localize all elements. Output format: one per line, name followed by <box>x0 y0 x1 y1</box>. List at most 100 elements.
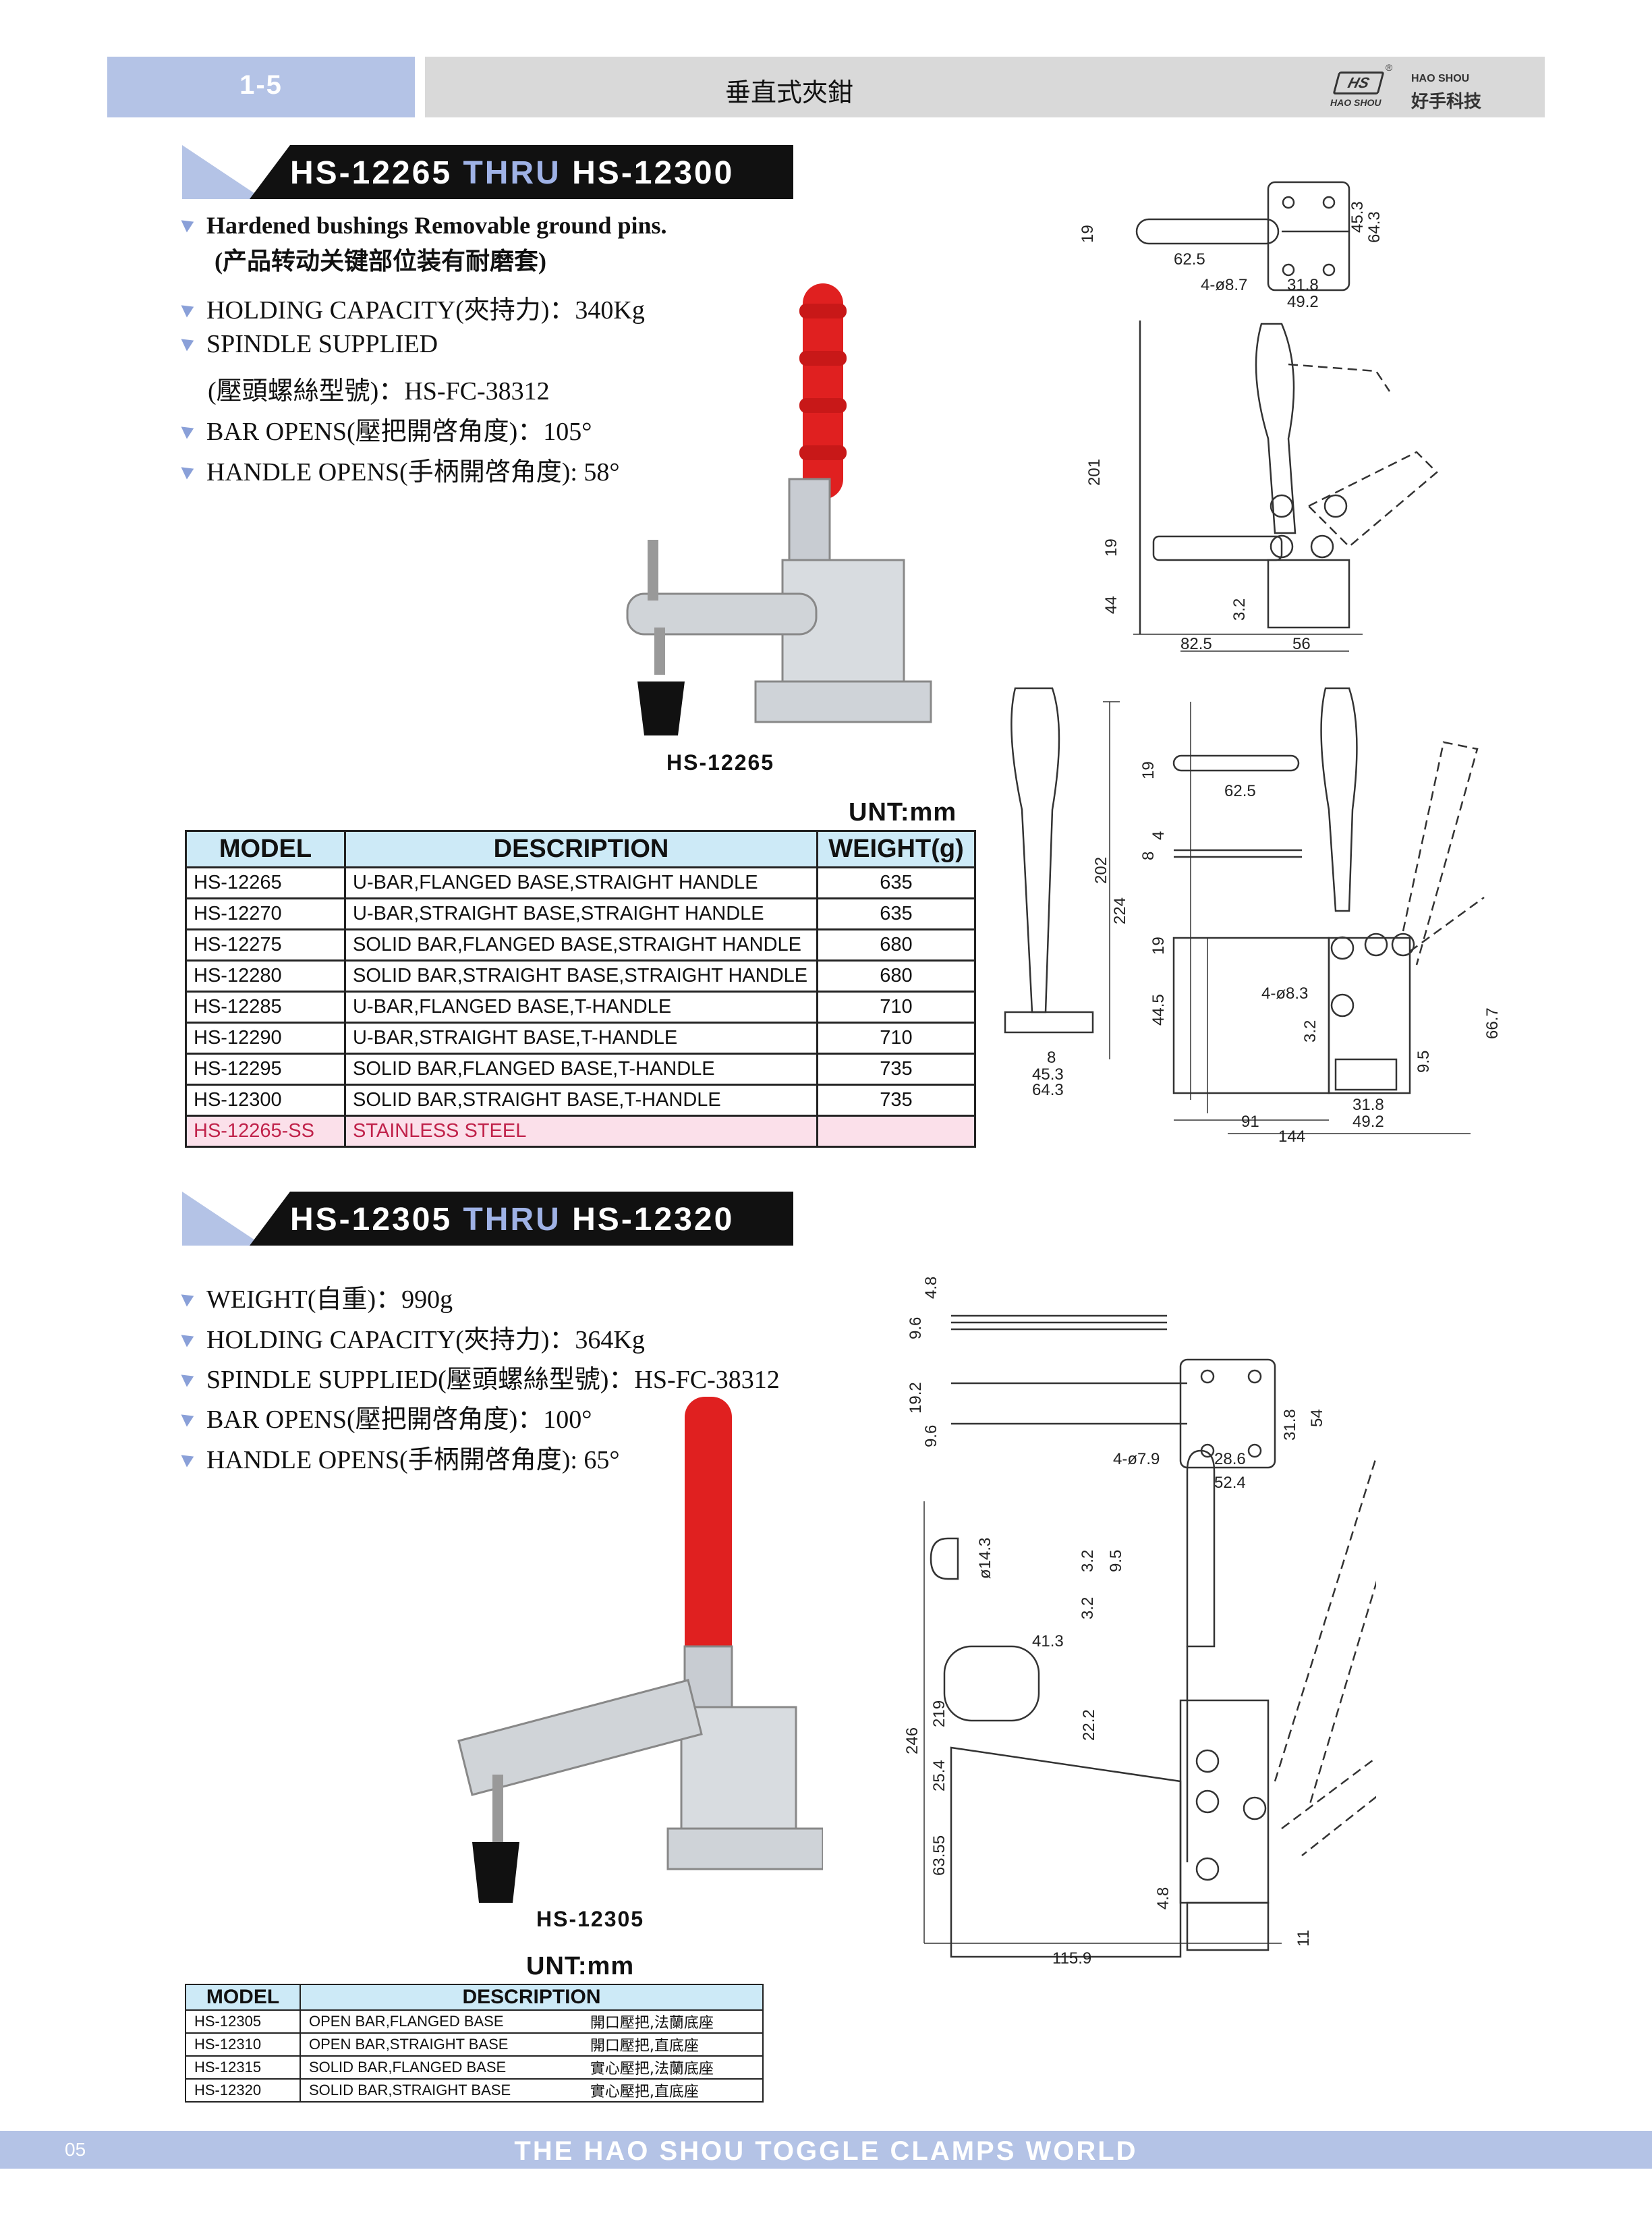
banner2-model-start: HS-12305 <box>290 1202 453 1237</box>
bullet-icon <box>181 1410 197 1427</box>
dim-45-3b: 45.3 <box>1032 1065 1064 1084</box>
cell-weight: 635 <box>816 897 976 930</box>
dim-115-9: 115.9 <box>1052 1949 1091 1968</box>
product-photo-hs-12265 <box>626 283 932 735</box>
dim-3-2b: 3.2 <box>1301 1020 1319 1042</box>
dim-62-5b: 62.5 <box>1224 782 1256 800</box>
cell-description-cn: 開口壓把,直底座 <box>581 2032 764 2057</box>
dim-31-8a: 31.8 <box>1287 276 1319 294</box>
section2-spec-3: SPINDLE SUPPLIED(壓頭螺絲型號)：HS-FC-38312 <box>181 1358 780 1395</box>
section1-feature-en: Hardened bushings Removable ground pins. <box>181 211 667 240</box>
cell-weight: 735 <box>816 1053 976 1086</box>
bullet-icon <box>181 1330 197 1347</box>
section2-banner: HS-12305 THRU HS-12320 <box>182 1192 793 1246</box>
dim-219: 219 <box>930 1700 948 1727</box>
dim-224: 224 <box>1111 897 1129 924</box>
page-title: 垂直式夾鉗 <box>724 78 853 107</box>
cell-model: HS-12265-SS <box>185 1115 346 1148</box>
dim-54: 54 <box>1308 1409 1326 1427</box>
dim-dia-14-3: ø14.3 <box>976 1538 994 1579</box>
cell-weight: 635 <box>816 866 976 899</box>
dim-4-holes-a: 4-ø8.7 <box>1201 276 1247 294</box>
footer-bar: 05 THE HAO SHOU TOGGLE CLAMPS WORLD <box>0 2131 1652 2169</box>
dim-63-55: 63.55 <box>930 1835 948 1876</box>
section1-spec-4: BAR OPENS(壓把開啓角度)：105° <box>181 410 592 447</box>
cell-description: STAINLESS STEEL <box>344 1115 818 1148</box>
section-number-bar: 1-5 <box>107 57 415 117</box>
dim-31-8: 31.8 <box>1281 1409 1299 1441</box>
col-model: MODEL <box>185 830 346 868</box>
dim-22-2: 22.2 <box>1080 1709 1098 1741</box>
cell-model: HS-12295 <box>185 1053 346 1086</box>
cell-model: HS-12265 <box>185 866 346 899</box>
banner2-model-end: HS-12320 <box>572 1202 735 1237</box>
section-number: 1-5 <box>239 70 283 100</box>
page-number: 05 <box>65 2139 86 2160</box>
dim-19d: 19 <box>1149 937 1168 955</box>
dim-49-2b: 49.2 <box>1352 1113 1384 1131</box>
dim-246: 246 <box>903 1727 921 1754</box>
dim-31-8b: 31.8 <box>1352 1096 1384 1114</box>
bullet-icon <box>181 1289 197 1307</box>
logo-subtext: HAO SHOU <box>1330 97 1382 108</box>
cell-description: SOLID BAR,FLANGED BASE,T-HANDLE <box>344 1053 818 1086</box>
dim-4b: 4 <box>1149 831 1168 840</box>
dim-19b: 19 <box>1102 538 1120 557</box>
bullet-icon <box>181 215 197 233</box>
cell-description: SOLID BAR,STRAIGHT BASE,T-HANDLE <box>344 1084 818 1117</box>
cell-model: HS-12285 <box>185 991 346 1024</box>
cell-description: U-BAR,FLANGED BASE,T-HANDLE <box>344 991 818 1024</box>
col-weight: WEIGHT(g) <box>816 830 976 868</box>
cell-description-cn: 實心壓把,直底座 <box>581 2078 764 2103</box>
dim-64-3a: 64.3 <box>1365 211 1384 243</box>
section1-feature-cn: (产品转动关键部位装有耐磨套) <box>215 248 546 275</box>
section2-unit: UNT:mm <box>526 1952 635 1980</box>
dim-52-4: 52.4 <box>1214 1474 1246 1492</box>
dim-44-5: 44.5 <box>1149 994 1168 1026</box>
section1-spec-1: HOLDING CAPACITY(夾持力)：340Kg <box>181 289 645 326</box>
dim-49-2a: 49.2 <box>1287 293 1319 311</box>
section1-unit: UNT:mm <box>849 798 957 827</box>
cell-description: SOLID BAR,FLANGED BASE,STRAIGHT HANDLE <box>344 928 818 962</box>
cell-weight: 710 <box>816 1022 976 1055</box>
bullet-icon <box>181 300 197 318</box>
cell-weight: 710 <box>816 991 976 1024</box>
cell-description: U-BAR,FLANGED BASE,STRAIGHT HANDLE <box>344 866 818 899</box>
cell-model: HS-12270 <box>185 897 346 930</box>
bullet-icon <box>181 462 197 480</box>
dim-11: 11 <box>1294 1930 1313 1947</box>
dim-82-5: 82.5 <box>1180 635 1212 653</box>
bullet-icon <box>181 1450 197 1468</box>
cell-weight: 680 <box>816 959 976 993</box>
col-description: DESCRIPTION <box>300 1984 764 2011</box>
dim-4-8b: 4.8 <box>1154 1887 1172 1910</box>
dim-8b: 8 <box>1139 852 1158 860</box>
dim-62-5a: 62.5 <box>1174 250 1205 269</box>
bullet-icon <box>181 1370 197 1387</box>
section1-technical-drawing: 19 62.5 45.3 64.3 4-ø8.7 31.8 49.2 201 1… <box>1004 181 1502 1146</box>
dim-3-2a: 3.2 <box>1230 599 1249 621</box>
dim-8a: 8 <box>1047 1049 1056 1067</box>
banner1-model-end: HS-12300 <box>572 155 735 191</box>
logo-registered: ® <box>1386 62 1393 73</box>
section2-spec-4: BAR OPENS(壓把開啓角度)：100° <box>181 1398 592 1435</box>
dim-64-3b: 64.3 <box>1032 1081 1064 1099</box>
dim-4-holes-b: 4-ø8.3 <box>1261 984 1308 1003</box>
col-description: DESCRIPTION <box>344 830 818 868</box>
cell-description-en: SOLID BAR,STRAIGHT BASE <box>300 2078 582 2103</box>
logo-chinese: 好手科技 <box>1411 92 1482 112</box>
cell-description-cn: 開口壓把,法蘭底座 <box>581 2009 764 2034</box>
section1-spec-3: (壓頭螺絲型號)：HS-FC-38312 <box>208 377 550 406</box>
section1-spec-5: HANDLE OPENS(手柄開啓角度): 58° <box>181 451 620 488</box>
section2-spec-1: WEIGHT(自重)：990g <box>181 1278 453 1315</box>
cell-model: HS-12275 <box>185 928 346 962</box>
